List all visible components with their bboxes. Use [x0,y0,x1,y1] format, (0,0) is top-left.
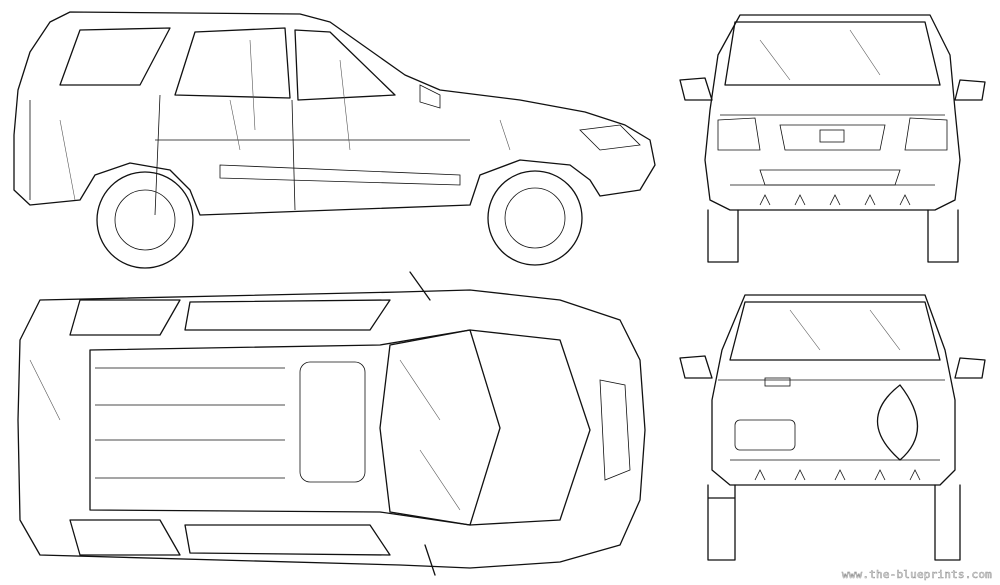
top-view [17,271,646,576]
rear-view [679,294,986,561]
front-view [679,14,986,263]
side-view [13,11,656,269]
watermark: www.the-blueprints.com [841,568,993,582]
